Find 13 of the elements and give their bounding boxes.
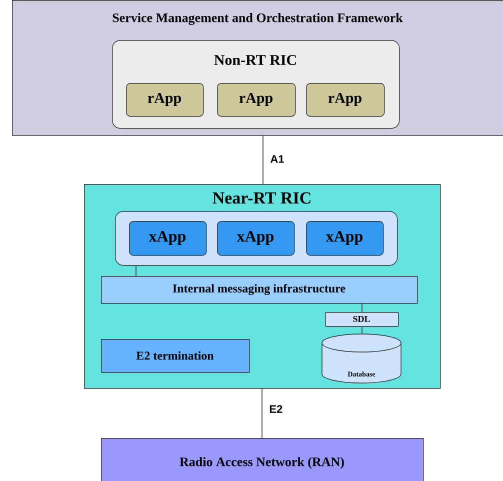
app-box: xApp [217,221,295,256]
connector-line [262,135,264,184]
ran-box: Radio Access Network (RAN) [101,438,424,481]
messaging-bar: Internal messaging infrastructure [101,276,418,304]
app-box: xApp [129,221,207,256]
app-box: rApp [126,83,204,117]
termination-box: E2 termination [101,338,250,373]
edge-label: A1 [270,155,284,163]
app-box: xApp [306,221,384,256]
edge-label: E2 [270,405,282,413]
app-box: rApp [217,83,296,117]
sdl-box: SDL [325,312,399,327]
app-box: rApp [306,83,385,117]
